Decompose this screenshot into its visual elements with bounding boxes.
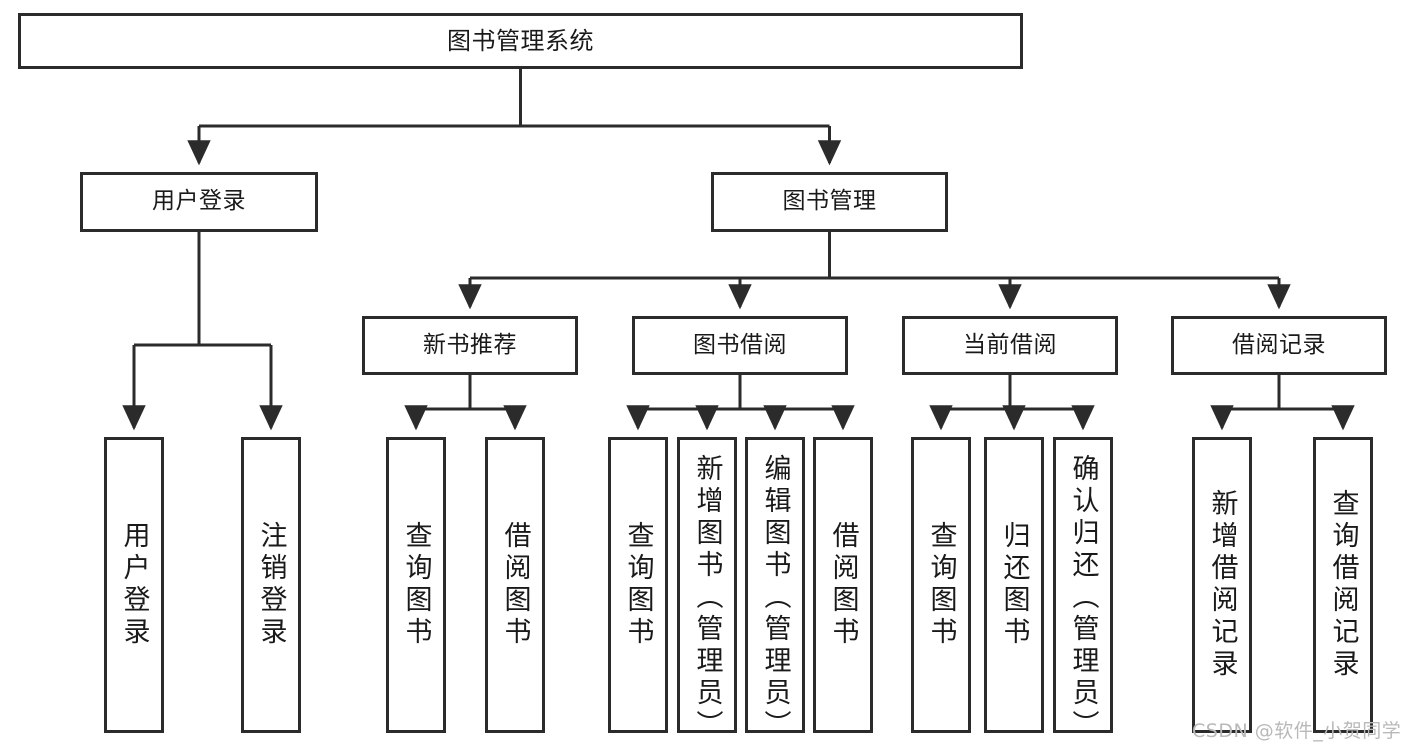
node-leaf-logout[interactable]: 注销登录 <box>241 437 301 733</box>
node-leaf-confirm-return-label: 确认归还（管理员） <box>1067 454 1099 742</box>
node-current-borrow[interactable]: 当前借阅 <box>902 316 1118 375</box>
watermark: CSDN @软件_小贺同学 <box>1192 720 1402 742</box>
node-leaf-user-login-label: 用户登录 <box>118 521 150 649</box>
node-leaf-return-book[interactable]: 归还图书 <box>984 437 1044 733</box>
node-leaf-borrow-book-2[interactable]: 借阅图书 <box>813 437 873 733</box>
node-leaf-query-book-2[interactable]: 查询图书 <box>608 437 668 733</box>
node-borrow-record[interactable]: 借阅记录 <box>1171 316 1387 375</box>
node-root[interactable]: 图书管理系统 <box>18 13 1023 69</box>
node-book-borrow[interactable]: 图书借阅 <box>632 316 848 375</box>
node-leaf-add-book[interactable]: 新增图书（管理员） <box>677 437 737 742</box>
node-leaf-query-book-1-label: 查询图书 <box>400 521 432 649</box>
node-user-login-label: 用户登录 <box>152 188 246 215</box>
node-book-manage-label: 图书管理 <box>782 188 877 215</box>
node-book-manage[interactable]: 图书管理 <box>711 172 948 232</box>
node-current-borrow-label: 当前借阅 <box>963 331 1057 358</box>
node-leaf-borrow-book-1-label: 借阅图书 <box>499 521 531 649</box>
node-leaf-add-book-label: 新增图书（管理员） <box>691 454 723 742</box>
node-book-borrow-label: 图书借阅 <box>693 331 787 358</box>
node-leaf-query-book-3[interactable]: 查询图书 <box>911 437 971 733</box>
node-leaf-borrow-book-1[interactable]: 借阅图书 <box>485 437 545 733</box>
node-root-label: 图书管理系统 <box>447 26 594 55</box>
node-leaf-logout-label: 注销登录 <box>255 521 287 649</box>
node-leaf-borrow-book-2-label: 借阅图书 <box>827 521 859 649</box>
node-leaf-return-book-label: 归还图书 <box>998 521 1030 649</box>
node-leaf-query-book-1[interactable]: 查询图书 <box>386 437 446 733</box>
node-leaf-query-book-2-label: 查询图书 <box>622 521 654 649</box>
node-leaf-edit-book[interactable]: 编辑图书（管理员） <box>745 437 805 742</box>
node-leaf-query-book-3-label: 查询图书 <box>925 521 957 649</box>
node-leaf-user-login[interactable]: 用户登录 <box>104 437 164 733</box>
node-new-book-recommend[interactable]: 新书推荐 <box>362 316 578 375</box>
node-borrow-record-label: 借阅记录 <box>1232 331 1326 358</box>
node-leaf-query-record-label: 查询借阅记录 <box>1327 489 1359 681</box>
node-leaf-confirm-return[interactable]: 确认归还（管理员） <box>1053 437 1113 742</box>
node-user-login[interactable]: 用户登录 <box>80 172 318 232</box>
node-leaf-edit-book-label: 编辑图书（管理员） <box>759 454 791 742</box>
node-leaf-add-record-label: 新增借阅记录 <box>1206 489 1238 681</box>
node-leaf-add-record[interactable]: 新增借阅记录 <box>1192 437 1252 733</box>
node-new-book-recommend-label: 新书推荐 <box>423 331 517 358</box>
node-leaf-query-record[interactable]: 查询借阅记录 <box>1313 437 1373 733</box>
